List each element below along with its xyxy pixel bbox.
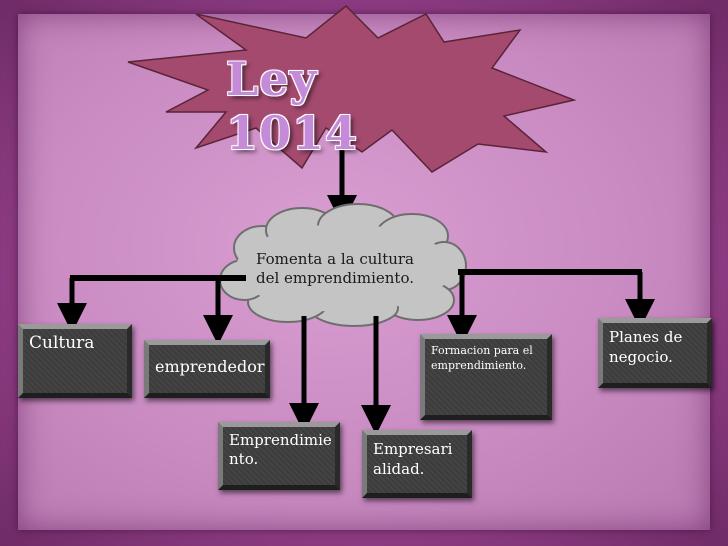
center-node-text: Fomenta a la cultura del emprendimiento. <box>256 250 414 287</box>
node-emprendedor-label: emprendedor <box>155 357 265 376</box>
node-planes: Planes de negocio. <box>598 318 712 388</box>
diagram-title: Ley 1014 <box>226 52 359 160</box>
node-empresarialidad: Empresarialidad. <box>362 430 472 498</box>
node-emprendedor: emprendedor <box>144 340 270 398</box>
node-cultura-label: Cultura <box>29 333 95 353</box>
node-cultura: Cultura <box>18 324 132 398</box>
node-empresarialidad-label: Empresarialidad. <box>373 440 453 478</box>
title-star-shape <box>127 4 577 173</box>
cloud-fill <box>236 224 452 312</box>
node-formacion: Formacion para el emprendimiento. <box>420 334 552 420</box>
node-emprendimiento-label: Emprendimiento. <box>229 431 332 468</box>
node-formacion-label: Formacion para el emprendimiento. <box>431 344 533 372</box>
node-emprendimiento: Emprendimiento. <box>218 422 340 490</box>
node-planes-label: Planes de negocio. <box>609 328 683 366</box>
